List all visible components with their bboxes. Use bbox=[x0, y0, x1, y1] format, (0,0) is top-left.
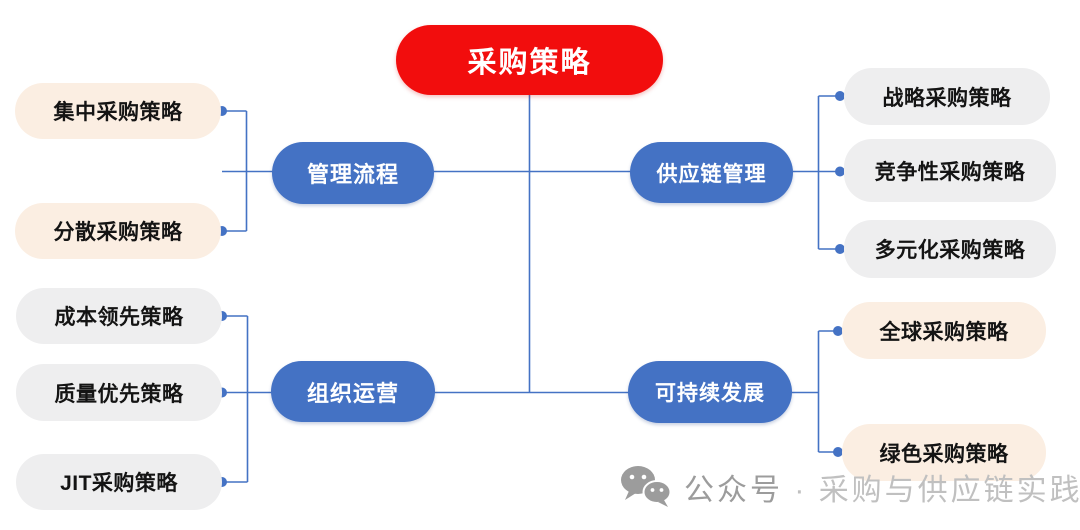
branch-label: 组织运营 bbox=[306, 380, 399, 406]
branch-node-management-process: 管理流程 bbox=[272, 142, 434, 204]
child-node-quality-first: 质量优先策略 bbox=[16, 364, 222, 421]
child-node-cost-leadership: 成本领先策略 bbox=[16, 288, 222, 344]
child-label: 分散采购策略 bbox=[53, 221, 183, 244]
branch-node-organization-operations: 组织运营 bbox=[271, 361, 435, 422]
child-node-jit-procurement: JIT采购策略 bbox=[16, 454, 222, 510]
child-node-competitive-procurement: 竞争性采购策略 bbox=[844, 139, 1056, 202]
child-node-strategic-procurement: 战略采购策略 bbox=[844, 68, 1050, 125]
child-label: 竞争性采购策略 bbox=[874, 160, 1026, 184]
wechat-icon bbox=[621, 466, 672, 507]
child-label: 战略采购策略 bbox=[882, 86, 1012, 110]
watermark-separator: · bbox=[794, 474, 808, 507]
root-node-label: 采购策略 bbox=[467, 47, 592, 79]
branch-label: 供应链管理 bbox=[656, 162, 767, 186]
connector-dot bbox=[833, 447, 843, 457]
connector-dot bbox=[835, 166, 845, 177]
child-node-global-procurement: 全球采购策略 bbox=[842, 302, 1046, 359]
child-label: JIT采购策略 bbox=[60, 472, 178, 495]
child-label: 集中采购策略 bbox=[53, 101, 183, 124]
branch-label: 可持续发展 bbox=[655, 382, 765, 405]
child-node-green-procurement: 绿色采购策略 bbox=[842, 424, 1046, 481]
watermark: 公众号 · 采购与供应链实践 bbox=[620, 461, 1080, 513]
child-label: 成本领先策略 bbox=[54, 306, 184, 329]
watermark-text: 公众号 · 采购与供应链实践 bbox=[684, 465, 1080, 509]
child-node-diversified-procurement: 多元化采购策略 bbox=[844, 220, 1056, 278]
branch-label: 管理流程 bbox=[306, 162, 399, 187]
connector-dot bbox=[835, 244, 845, 254]
branch-node-sustainable-development: 可持续发展 bbox=[628, 361, 792, 423]
watermark-suffix: 采购与供应链实践 bbox=[818, 474, 1080, 507]
child-label: 绿色采购策略 bbox=[879, 442, 1009, 466]
child-label: 全球采购策略 bbox=[879, 320, 1009, 344]
connector-bracket-bottom-left bbox=[222, 315, 249, 483]
child-node-decentralized-procurement: 分散采购策略 bbox=[15, 203, 221, 259]
root-node: 采购策略 bbox=[396, 25, 663, 95]
connector-bracket-bottom-right bbox=[817, 330, 838, 453]
watermark-prefix: 公众号 bbox=[684, 474, 783, 507]
branch-node-supply-chain-management: 供应链管理 bbox=[630, 142, 793, 203]
child-label: 多元化采购策略 bbox=[874, 239, 1026, 262]
child-label: 质量优先策略 bbox=[54, 382, 184, 406]
connector-dot bbox=[835, 91, 845, 101]
connector-dot bbox=[833, 326, 843, 336]
child-node-centralized-procurement: 集中采购策略 bbox=[15, 83, 221, 139]
